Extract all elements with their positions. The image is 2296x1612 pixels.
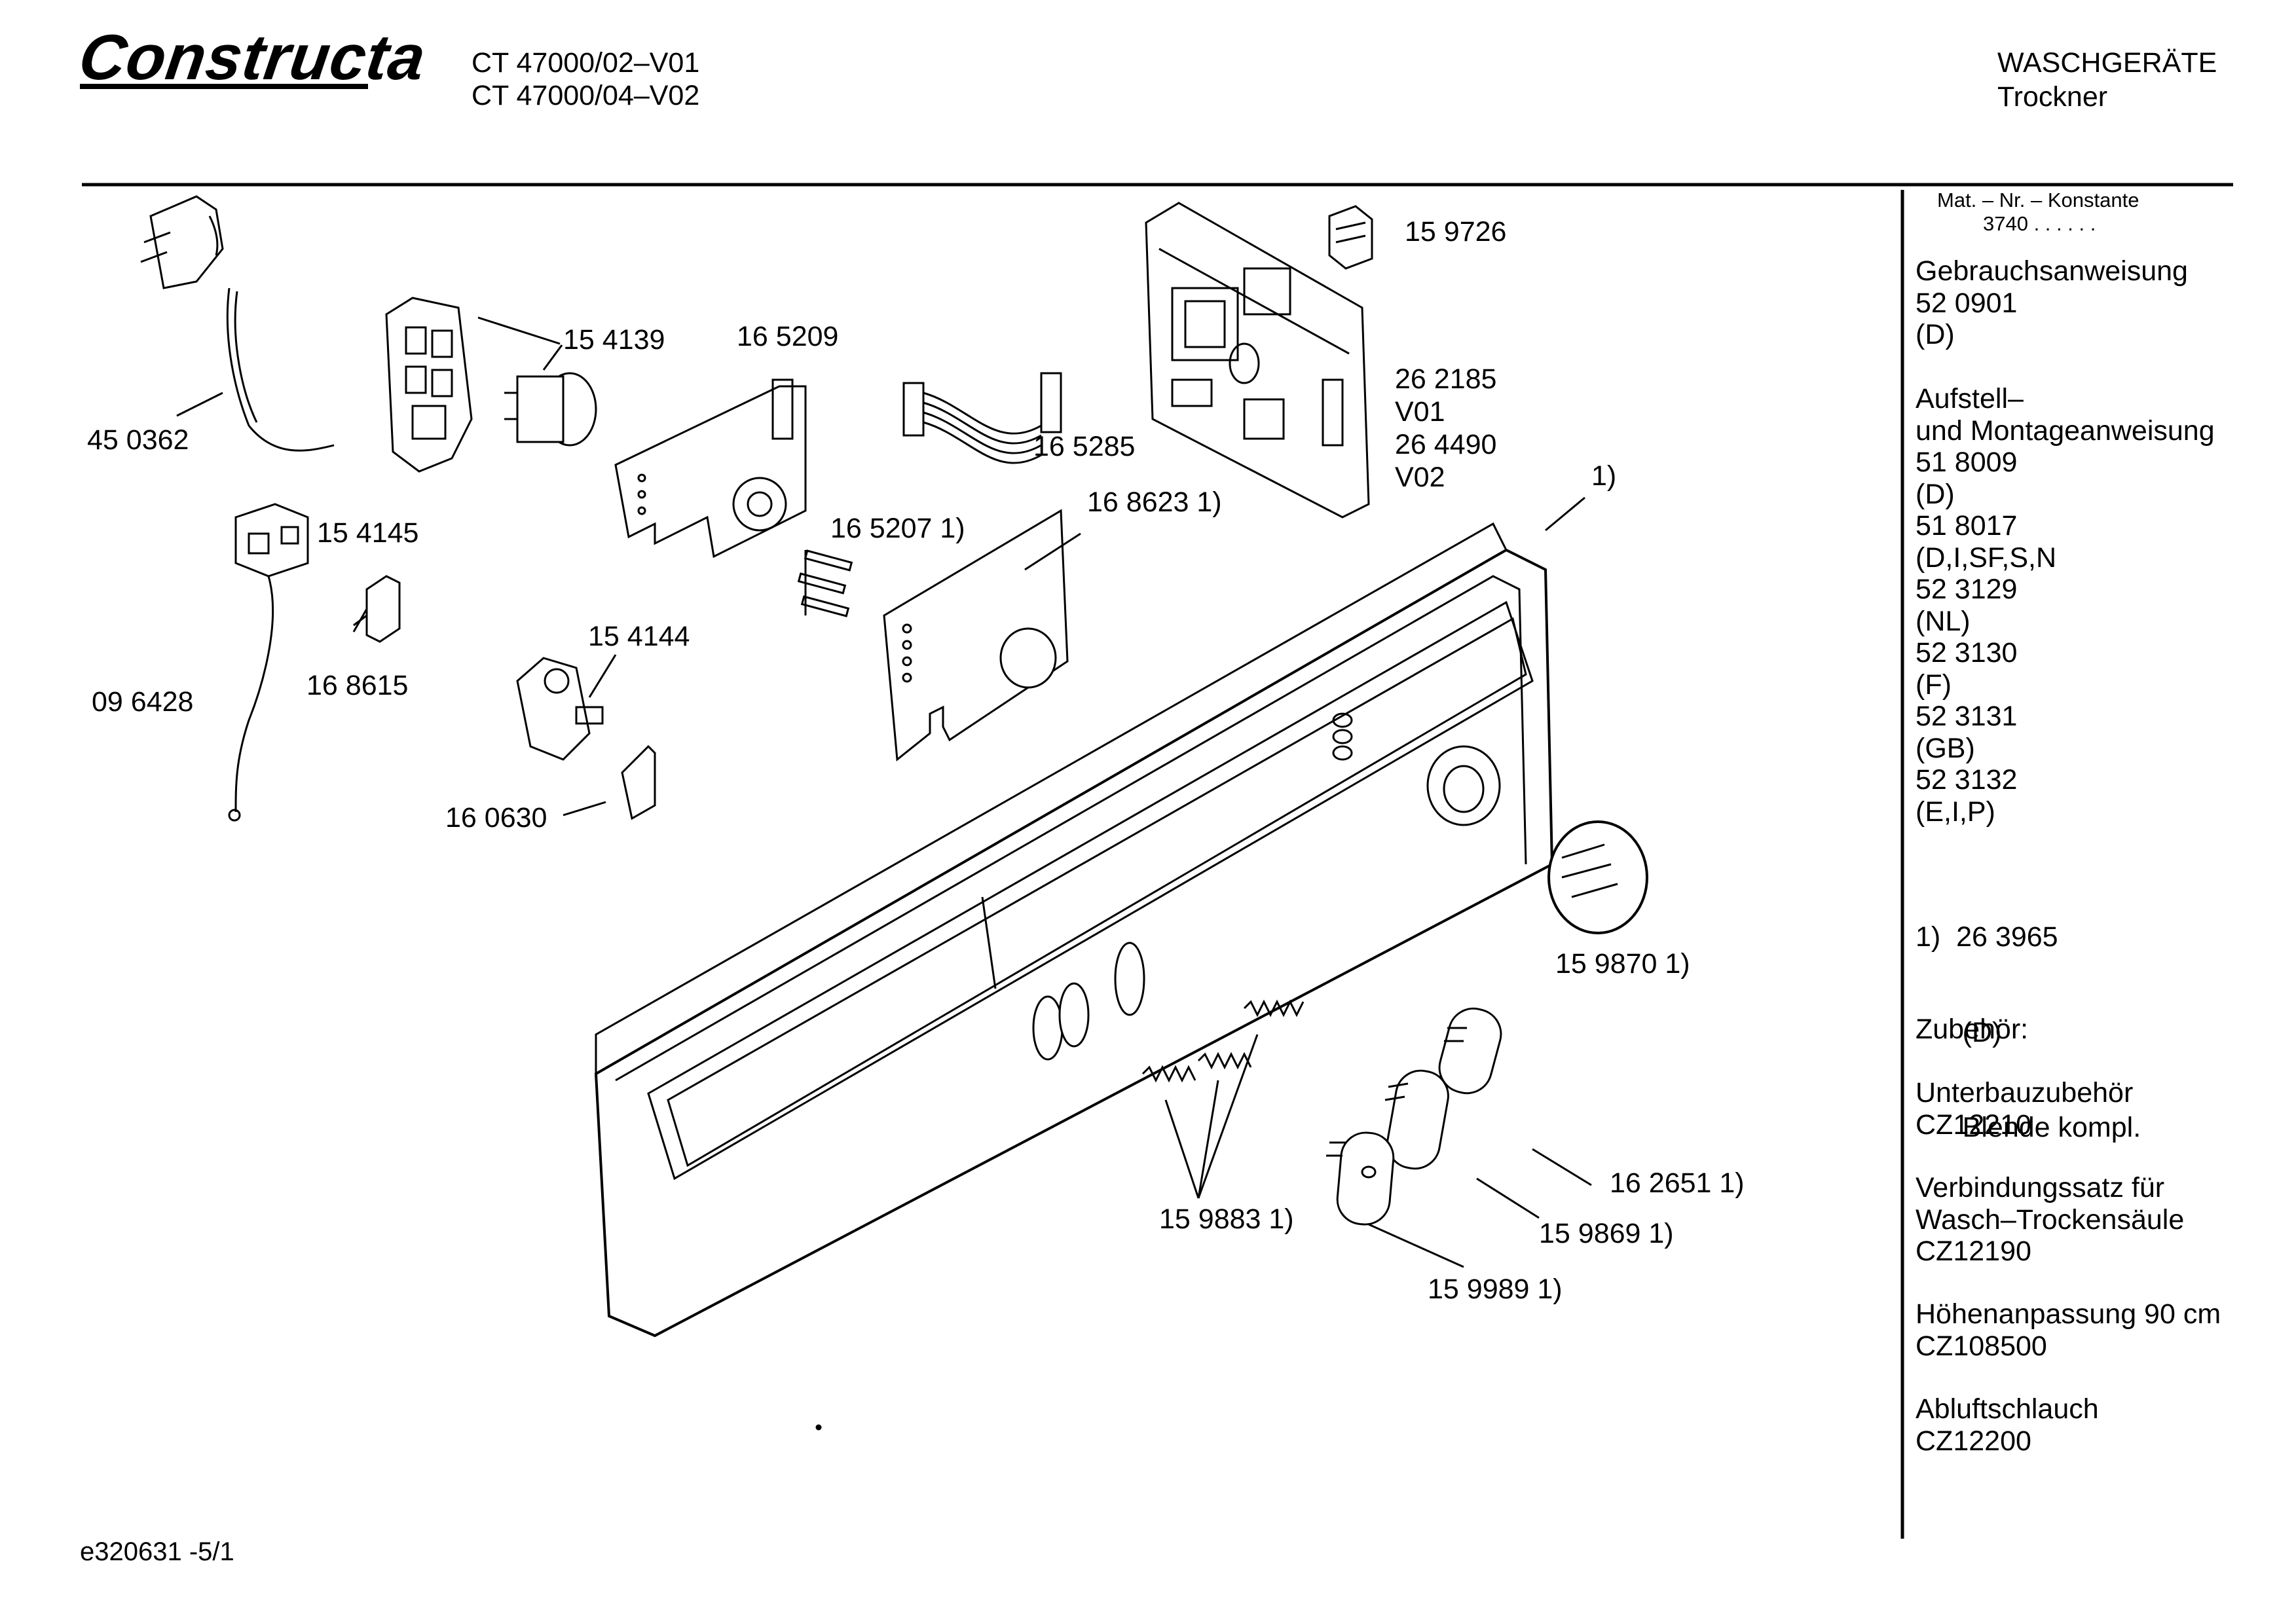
sidebar-block-stacking-kit: Verbindungssatz für Wasch–Trockensäule C… bbox=[1916, 1172, 2184, 1268]
pcb-165209-drawing bbox=[614, 378, 807, 559]
power-cord-drawing bbox=[140, 195, 335, 452]
part-label-159883: 15 9883 1) bbox=[1159, 1203, 1294, 1235]
sidebar-line: 52 3129 bbox=[1916, 574, 2018, 605]
part-label-159869: 15 9869 1) bbox=[1539, 1218, 1674, 1249]
sidebar-line: (D) bbox=[1916, 478, 1955, 510]
part-label-165209: 16 5209 bbox=[737, 321, 839, 352]
part-label-165285: 16 5285 bbox=[1033, 431, 1136, 462]
part-label-154145: 15 4145 bbox=[317, 517, 419, 549]
sidebar-line: (D) bbox=[1916, 319, 1955, 350]
part-label-450362: 45 0362 bbox=[87, 424, 189, 456]
sidebar-block-installation: Aufstell– und Montageanweisung 51 8009 (… bbox=[1916, 383, 2215, 828]
sidebar-line: Aufstell– bbox=[1916, 383, 2024, 414]
sidebar-line: Gebrauchsanweisung bbox=[1916, 255, 2188, 287]
sidebar-line: 52 3131 bbox=[1916, 701, 2018, 732]
sidebar-line: CZ108500 bbox=[1916, 1330, 2047, 1362]
door-switch-drawing bbox=[228, 503, 309, 822]
sidebar-line: 51 8017 bbox=[1916, 510, 2018, 541]
buttons-drawing bbox=[1326, 1007, 1502, 1226]
sidebar-line: Unterbauzubehör bbox=[1916, 1077, 2134, 1108]
part-label-v02: V02 bbox=[1395, 462, 1445, 493]
part-label-096428: 09 6428 bbox=[92, 686, 194, 718]
knob-159870-drawing bbox=[1547, 820, 1648, 934]
sidebar-line: (E,I,P) bbox=[1916, 796, 1995, 828]
clip-160630-drawing bbox=[621, 744, 656, 820]
springs-drawing bbox=[1141, 999, 1305, 1083]
sidebar-line: 51 8009 bbox=[1916, 447, 2018, 478]
sidebar-block-accessories-title: Zubehör: bbox=[1916, 1014, 2028, 1046]
logo-underline bbox=[80, 84, 368, 89]
part-label-154139: 15 4139 bbox=[563, 324, 665, 356]
part-label-159870: 15 9870 1) bbox=[1555, 948, 1690, 980]
sidebar-line: (D,I,SF,S,N bbox=[1916, 541, 2057, 574]
part-label-159726: 15 9726 bbox=[1405, 216, 1507, 247]
sidebar-line: Abluftschlauch bbox=[1916, 1393, 2099, 1425]
sidebar-line: CZ12190 bbox=[1916, 1236, 2031, 1267]
part-label-162651: 16 2651 1) bbox=[1610, 1167, 1745, 1199]
sidebar-line: 52 3130 bbox=[1916, 637, 2018, 669]
capacitor-drawing bbox=[504, 372, 597, 447]
connector-159726-drawing bbox=[1328, 205, 1373, 270]
pins-165207-drawing bbox=[797, 549, 853, 617]
sidebar-line: Höhenanpassung 90 cm bbox=[1916, 1298, 2221, 1330]
material-constant-value: 3740 . . . . . . bbox=[1983, 212, 2096, 235]
model-number-1: CT 47000/02–V01 bbox=[472, 47, 700, 79]
part-label-note-1: 1) bbox=[1591, 460, 1617, 492]
sidebar-line: 1) 26 3965 bbox=[1916, 921, 2058, 953]
sidebar-line: CZ12210 bbox=[1916, 1108, 2031, 1141]
sidebar-line: (F) bbox=[1916, 669, 1952, 701]
control-module-drawing bbox=[1145, 202, 1370, 519]
terminal-block-drawing bbox=[385, 297, 473, 473]
subcategory-title: Trockner bbox=[1997, 81, 2108, 113]
part-label-165207: 16 5207 1) bbox=[830, 513, 965, 544]
sidebar-line: (D) bbox=[1916, 1016, 2002, 1048]
sidebar-line: Verbindungssatz für bbox=[1916, 1172, 2165, 1203]
model-number-2: CT 47000/04–V02 bbox=[472, 80, 700, 111]
sidebar-line: Zubehör: bbox=[1916, 1014, 2029, 1045]
sidebar-line: (NL) bbox=[1916, 605, 1971, 637]
sidebar-line: und Montageanweisung bbox=[1916, 414, 2215, 447]
material-constant: Mat. – Nr. – Konstante 3740 . . . . . . bbox=[1937, 189, 2139, 236]
sidebar-block-exhaust-hose: Abluftschlauch CZ12200 bbox=[1916, 1393, 2099, 1457]
part-label-160630: 16 0630 bbox=[445, 802, 547, 833]
part-label-264490: 26 4490 bbox=[1395, 429, 1497, 460]
switch-154144-drawing bbox=[516, 657, 604, 761]
front-panel-drawing bbox=[594, 522, 1554, 1338]
part-label-v01: V01 bbox=[1395, 396, 1445, 428]
sidebar-block-manual: Gebrauchsanweisung 52 0901 (D) bbox=[1916, 255, 2188, 351]
part-label-262185: 26 2185 bbox=[1395, 363, 1497, 395]
material-constant-label: Mat. – Nr. – Konstante bbox=[1937, 189, 2139, 211]
part-label-168615: 16 8615 bbox=[306, 670, 409, 701]
part-label-168623: 16 8623 1) bbox=[1087, 486, 1222, 518]
sidebar-block-undercounter: Unterbauzubehör CZ12210 bbox=[1916, 1077, 2133, 1141]
holder-168615-drawing bbox=[353, 575, 401, 643]
part-label-154144: 15 4144 bbox=[588, 621, 690, 652]
ribbon-cable-drawing bbox=[902, 372, 1062, 464]
sidebar-block-note: 1) 26 3965 (D) Blende kompl. bbox=[1916, 858, 2141, 1175]
sidebar-block-height-adjust: Höhenanpassung 90 cm CZ108500 bbox=[1916, 1298, 2221, 1362]
sidebar-line: 52 3132 bbox=[1916, 764, 2018, 796]
pcb-168623-drawing bbox=[883, 509, 1069, 761]
part-label-159989: 15 9989 1) bbox=[1428, 1273, 1563, 1305]
sidebar-line: 52 0901 bbox=[1916, 287, 2018, 319]
drawing-code: e320631 -5/1 bbox=[80, 1537, 234, 1566]
sidebar-line: CZ12200 bbox=[1916, 1425, 2031, 1457]
sidebar-line: (GB) bbox=[1916, 732, 1975, 764]
sidebar-line: Blende kompl. bbox=[1916, 1112, 2141, 1143]
sidebar-line: Wasch–Trockensäule bbox=[1916, 1203, 2185, 1236]
category-title: WASCHGERÄTE bbox=[1997, 47, 2217, 79]
